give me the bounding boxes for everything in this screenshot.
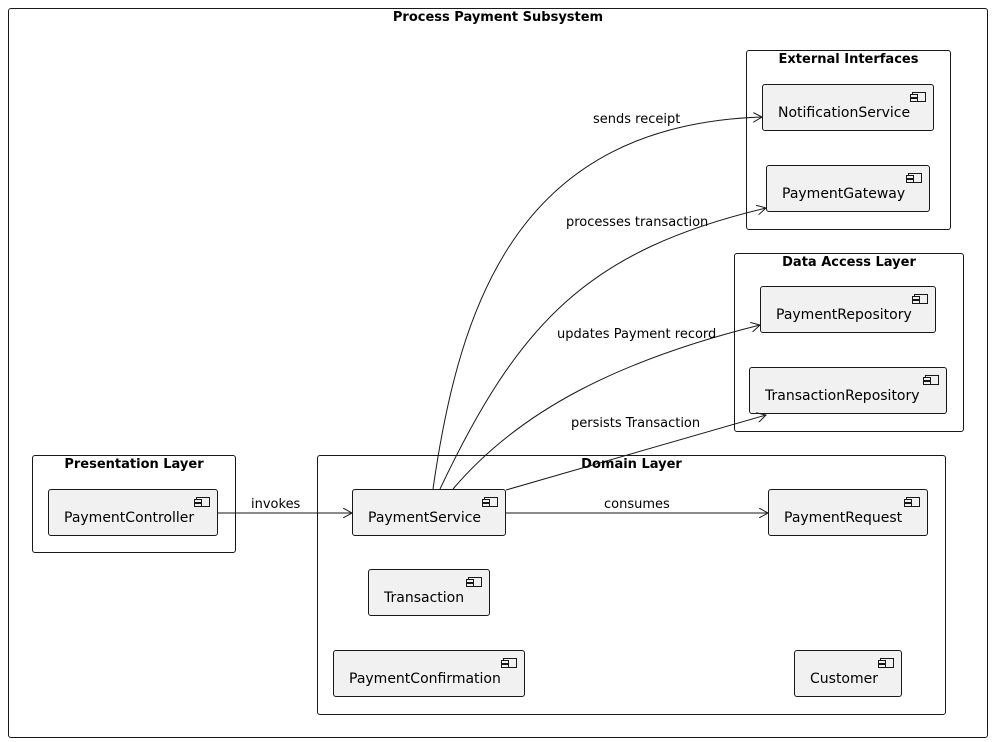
component-icon	[482, 497, 498, 507]
component-label: Customer	[810, 671, 879, 687]
component-label: PaymentConfirmation	[349, 671, 501, 687]
subsystem-title: Process Payment Subsystem	[392, 10, 604, 25]
component-icon	[912, 294, 928, 304]
edge-updates-payment-record	[452, 325, 760, 490]
package-title: Presentation Layer	[64, 457, 204, 472]
package-title: External Interfaces	[778, 52, 919, 67]
component-label: PaymentController	[64, 510, 195, 526]
package-presentation-layer: Presentation Layer	[32, 455, 236, 553]
component-icon	[194, 497, 210, 507]
edge-label-processes-transaction: processes transaction	[566, 215, 708, 230]
component-label: PaymentRequest	[784, 510, 903, 526]
edge-sends-receipt	[432, 117, 762, 490]
component-payment-controller[interactable]: PaymentController	[48, 489, 218, 536]
edge-label-updates-payment-record: updates Payment record	[557, 327, 716, 342]
package-title: Data Access Layer	[782, 255, 916, 270]
component-label: NotificationService	[778, 105, 911, 121]
component-icon	[466, 577, 482, 587]
subsystem-frame: Process Payment Subsystem	[8, 8, 988, 738]
component-payment-service[interactable]: PaymentService	[352, 489, 506, 536]
component-payment-confirmation[interactable]: PaymentConfirmation	[333, 650, 525, 697]
edge-persists-transaction	[505, 415, 766, 491]
package-data-access-layer: Data Access Layer	[734, 253, 964, 432]
component-transaction[interactable]: Transaction	[368, 569, 490, 616]
edge-label-persists-transaction: persists Transaction	[571, 416, 700, 431]
component-label: PaymentGateway	[782, 186, 906, 202]
component-payment-repository[interactable]: PaymentRepository	[760, 286, 936, 333]
component-payment-request[interactable]: PaymentRequest	[768, 489, 928, 536]
component-icon	[906, 173, 922, 183]
component-icon	[923, 375, 939, 385]
component-label: TransactionRepository	[765, 388, 920, 404]
component-label: PaymentService	[368, 510, 482, 526]
component-icon	[501, 658, 517, 668]
component-icon	[878, 658, 894, 668]
edge-label-sends-receipt: sends receipt	[593, 112, 680, 127]
component-icon	[910, 92, 926, 102]
edge-label-consumes: consumes	[604, 497, 670, 512]
edge-processes-transaction	[439, 208, 766, 490]
component-customer[interactable]: Customer	[794, 650, 902, 697]
component-label: PaymentRepository	[776, 307, 912, 323]
component-label: Transaction	[384, 590, 465, 606]
component-payment-gateway[interactable]: PaymentGateway	[766, 165, 930, 212]
package-external-interfaces: External Interfaces	[746, 50, 951, 230]
component-transaction-repository[interactable]: TransactionRepository	[749, 367, 947, 414]
component-icon	[904, 497, 920, 507]
component-notification-service[interactable]: NotificationService	[762, 84, 934, 131]
edge-label-invokes: invokes	[251, 497, 301, 512]
